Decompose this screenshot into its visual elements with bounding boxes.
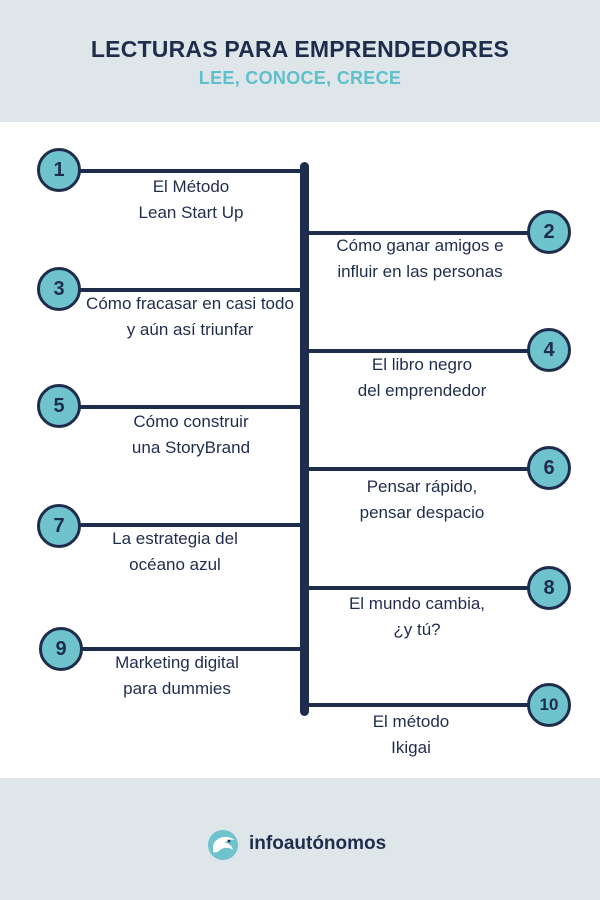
book-title-line: El mundo cambia,	[348, 594, 486, 613]
book-title-line: El método	[372, 712, 450, 731]
book-title-line: Cómo ganar amigos e	[336, 236, 504, 255]
connector-line	[62, 523, 304, 527]
page-subtitle: LEE, CONOCE, CRECE	[198, 68, 402, 88]
book-title-line: La estrategia del	[112, 529, 238, 548]
book-title: El método Ikigai	[316, 709, 506, 761]
timeline-spine	[300, 162, 309, 716]
book-title: Cómo construir una StoryBrand	[96, 409, 286, 461]
book-title-line: del emprendedor	[357, 381, 487, 400]
book-number-badge: 1	[37, 148, 81, 192]
book-title-line: Marketing digital	[115, 653, 239, 672]
book-title-line: Pensar rápido,	[366, 477, 478, 496]
book-number-badge: 8	[527, 566, 571, 610]
book-title-line: y aún así triunfar	[126, 320, 254, 339]
connector-line	[305, 349, 545, 353]
book-title-line: Cómo construir	[133, 412, 249, 431]
book-title: Marketing digital para dummies	[82, 650, 272, 702]
book-title-line: pensar despacio	[359, 503, 485, 522]
header-band: LECTURAS PARA EMPRENDEDORES LEE, CONOCE,…	[0, 0, 600, 122]
book-title: Pensar rápido, pensar despacio	[322, 474, 522, 526]
book-number-badge: 7	[37, 504, 81, 548]
brand-logo: infoautónomos	[205, 826, 386, 862]
book-title-line: para dummies	[123, 679, 231, 698]
book-title-line: ¿y tú?	[393, 620, 441, 639]
book-title: Cómo ganar amigos e influir en las perso…	[312, 233, 528, 285]
connector-line	[62, 288, 304, 292]
book-title: El libro negro del emprendedor	[322, 352, 522, 404]
book-title: El Método Lean Start Up	[96, 174, 286, 226]
book-title-line: El libro negro	[371, 355, 473, 374]
connector-line	[62, 647, 304, 651]
book-number-badge: 6	[527, 446, 571, 490]
book-title-line: océano azul	[129, 555, 221, 574]
book-title-line: El Método	[152, 177, 230, 196]
book-title-line: una StoryBrand	[131, 438, 251, 457]
connector-line	[62, 169, 304, 173]
book-number-badge: 10	[527, 683, 571, 727]
connector-line	[62, 405, 304, 409]
brand-name: infoautónomos	[249, 833, 387, 854]
book-title-line: Ikigai	[391, 738, 431, 757]
book-number-badge: 2	[527, 210, 571, 254]
book-title: La estrategia del océano azul	[80, 526, 270, 578]
book-title: Cómo fracasar en casi todo y aún así tri…	[78, 291, 302, 343]
connector-line	[305, 586, 545, 590]
book-title: El mundo cambia, ¿y tú?	[322, 591, 512, 643]
book-number-badge: 3	[37, 267, 81, 311]
connector-line	[305, 231, 545, 235]
book-title-line: Lean Start Up	[138, 203, 244, 222]
connector-line	[305, 703, 545, 707]
book-number-badge: 9	[39, 627, 83, 671]
connector-line	[305, 467, 545, 471]
book-number-badge: 5	[37, 384, 81, 428]
book-title-line: Cómo fracasar en casi todo	[86, 294, 294, 313]
dolphin-icon	[208, 830, 238, 860]
book-title-line: influir en las personas	[337, 262, 503, 281]
footer-band	[0, 778, 600, 900]
page-title: LECTURAS PARA EMPRENDEDORES	[90, 36, 510, 62]
book-number-badge: 4	[527, 328, 571, 372]
